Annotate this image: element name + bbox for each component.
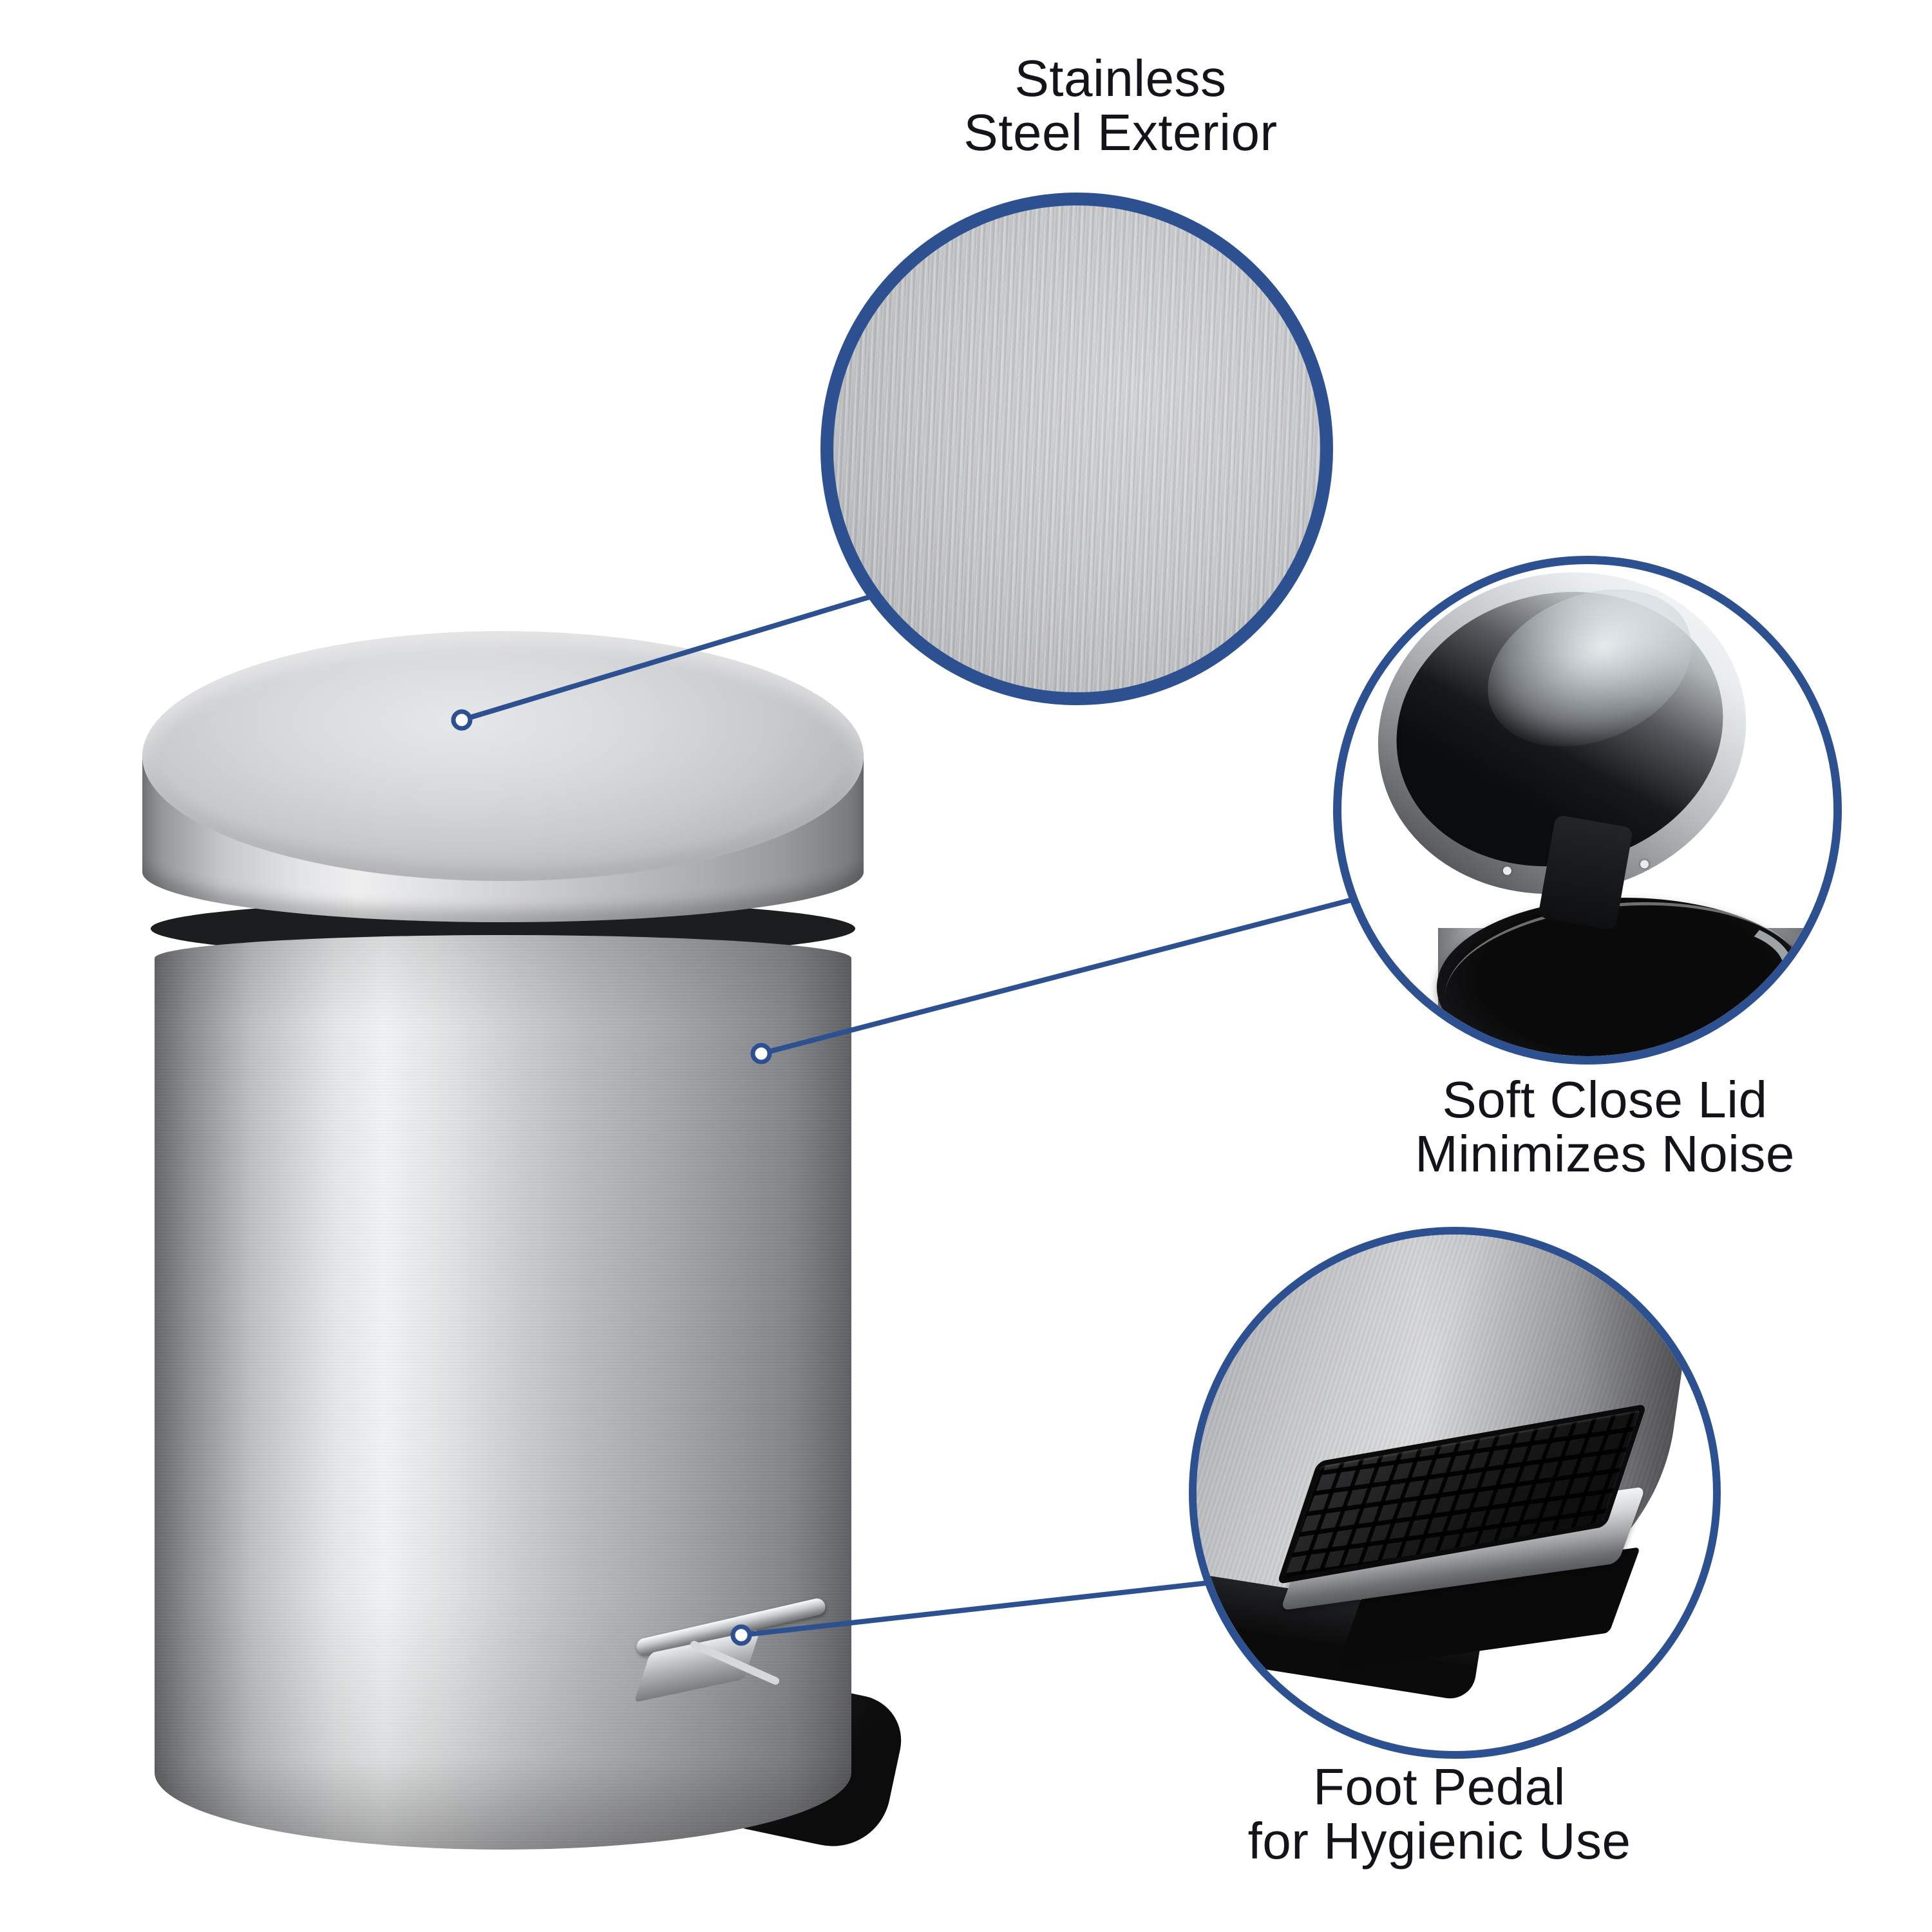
callout-circle-soft-close-lid — [1333, 556, 1842, 1065]
label-stainless-steel-exterior: Stainless Steel Exterior — [963, 52, 1277, 160]
label-line: for Hygienic Use — [1247, 1812, 1631, 1870]
trash-can-lid-top — [142, 631, 864, 881]
open-can-rim — [1437, 898, 1813, 1056]
callout-dot-exterior — [451, 709, 473, 731]
label-line: Minimizes Noise — [1415, 1125, 1795, 1182]
label-line: Soft Close Lid — [1442, 1071, 1768, 1128]
label-foot-pedal: Foot Pedal for Hygienic Use — [1248, 1760, 1631, 1868]
label-line: Steel Exterior — [963, 104, 1278, 161]
callout-dot-lid — [750, 1043, 772, 1065]
label-line: Stainless — [1014, 50, 1227, 107]
label-soft-close-lid: Soft Close Lid Minimizes Noise — [1415, 1073, 1795, 1181]
label-line: Foot Pedal — [1313, 1758, 1566, 1815]
callout-circle-foot-pedal — [1189, 1227, 1721, 1759]
callout-circle-steel-texture — [820, 193, 1333, 705]
callout-dot-pedal — [730, 1624, 752, 1646]
trash-can-body — [155, 935, 851, 1850]
